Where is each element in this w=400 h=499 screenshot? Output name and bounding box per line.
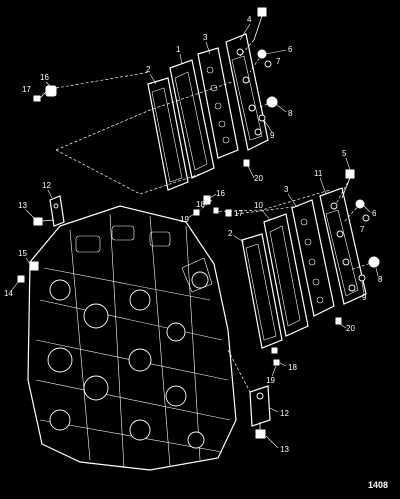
callout-left-13: 13	[18, 201, 27, 210]
callout-upper-8: 8	[288, 109, 293, 118]
callout-lower-19b: 19	[266, 376, 275, 385]
upper-fitting-16-17	[33, 85, 57, 102]
upper-manifold-assembly	[33, 7, 278, 195]
callout-labels: 4 3 1 2 6 7 8 9 20 16 17 5 11 3 10 2 6 7…	[4, 15, 383, 454]
lower-fitting-6-7	[355, 199, 370, 222]
bottom-bracket-12	[249, 385, 271, 427]
left-bracket-12	[49, 195, 65, 227]
callout-bottom-13: 13	[280, 445, 289, 454]
upper-bolt-5	[253, 7, 267, 41]
left-plug-15	[29, 261, 39, 271]
callout-lower-10: 10	[254, 201, 263, 210]
callout-lower-8: 8	[378, 275, 383, 284]
upper-fitting-20	[243, 159, 250, 167]
callout-lower-18b: 18	[288, 363, 297, 372]
callout-bottom-12: 12	[280, 409, 289, 418]
callout-left-14: 14	[4, 289, 13, 298]
lower-gasket-2	[241, 233, 283, 349]
lower-fitting-8-9	[358, 256, 380, 282]
callout-upper-4: 4	[247, 15, 252, 24]
callout-upper-20: 20	[254, 174, 263, 183]
callout-upper-9: 9	[270, 131, 275, 140]
upper-cover-4	[225, 33, 269, 151]
callout-lower-3: 3	[284, 185, 289, 194]
callout-lower-18a: 18	[196, 200, 205, 209]
bottom-bolt-13	[255, 422, 266, 439]
callout-upper-2: 2	[146, 65, 151, 74]
callout-lower-11: 11	[314, 169, 323, 178]
callout-upper-17: 17	[22, 85, 31, 94]
callout-lower-5: 5	[342, 149, 347, 158]
left-plug-14	[17, 275, 25, 283]
upper-plate-1	[169, 59, 215, 179]
lower-gasket-3	[291, 199, 335, 317]
engine-block	[17, 195, 271, 471]
figure-number: 1408	[368, 480, 388, 490]
callout-left-12: 12	[42, 181, 51, 190]
upper-fitting-6-7	[257, 49, 272, 68]
callout-upper-3: 3	[203, 33, 208, 42]
callout-lower-20: 20	[346, 324, 355, 333]
callout-lower-7: 7	[360, 225, 365, 234]
callout-lower-17: 17	[234, 209, 243, 218]
left-bolt-13	[33, 217, 55, 226]
callout-left-15: 15	[18, 249, 27, 258]
callout-lower-19a: 19	[180, 215, 189, 224]
lower-bolt-5	[341, 169, 355, 199]
callout-upper-16: 16	[40, 73, 49, 82]
callout-upper-7: 7	[276, 57, 281, 66]
upper-gasket-2	[147, 77, 189, 191]
callout-lower-2: 2	[228, 229, 233, 238]
lower-manifold-assembly	[193, 169, 380, 366]
callout-lower-16: 16	[216, 189, 225, 198]
lower-fitting-18-19-bottom	[271, 347, 280, 366]
callout-upper-6: 6	[288, 45, 293, 54]
callout-upper-1: 1	[176, 45, 181, 54]
lower-fitting-20	[335, 317, 342, 325]
callout-lower-6: 6	[372, 209, 377, 218]
callout-lower-9: 9	[362, 293, 367, 302]
